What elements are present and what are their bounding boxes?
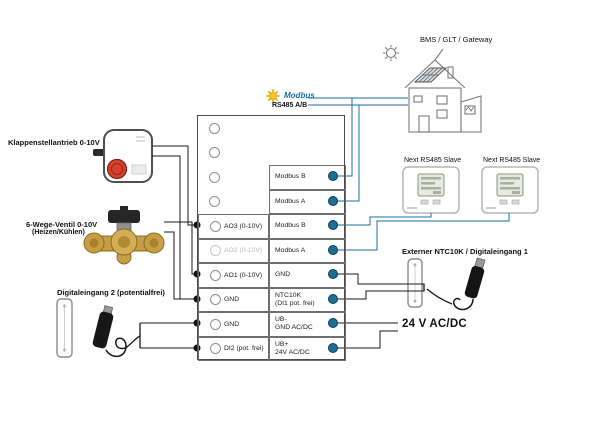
terminal-left-2 xyxy=(198,165,269,190)
power-label: 24 V AC/DC xyxy=(402,318,467,330)
rs485-label: RS485 A/B xyxy=(272,102,308,109)
terminal-gnd-2: GND xyxy=(198,312,269,337)
digital-input-2-label: Digitaleingang 2 (potentialfrei) xyxy=(57,288,165,297)
terminal-circle xyxy=(209,171,220,183)
terminal-left-0 xyxy=(198,116,269,141)
terminal-label-ub-plus: UB+ xyxy=(275,340,289,348)
terminal-left-3 xyxy=(198,190,269,215)
terminal-label-gnd-2: GND xyxy=(224,320,240,328)
terminal-label-ao3: AO3 (0-10V) xyxy=(224,222,263,230)
terminal-sublabel-ub-minus: GND AC/DC xyxy=(275,324,313,332)
terminal-modbus-a-2: Modbus A xyxy=(269,238,346,263)
terminal-label-ao1: AO1 (0-10V) xyxy=(224,271,263,279)
terminal-block: AO3 (0-10V) AO2 (0-10V) AO1 (0-10V) GND … xyxy=(197,115,346,361)
terminal-sublabel-ntc10k: (DI1 pot. frei) xyxy=(275,299,315,307)
terminal-di2: DI2 (pot. frei) xyxy=(198,336,269,361)
six-way-valve-illustration xyxy=(83,206,165,265)
terminal-ub-plus: UB+ 24V AC/DC xyxy=(269,336,346,361)
slave-1-label: Next RS485 Slave xyxy=(404,157,462,164)
terminal-label-modbus-b-1: Modbus B xyxy=(275,173,306,181)
valve-label-line1: 6-Wege-Ventil 0-10V xyxy=(26,220,98,229)
terminal-label-ntc10k: NTC10K xyxy=(275,291,302,299)
terminal-label-gnd-1: GND xyxy=(224,296,240,304)
modbus-label: Modbus xyxy=(284,91,315,100)
terminal-ao1: AO1 (0-10V) xyxy=(198,263,269,288)
terminal-label-modbus-a-2: Modbus A xyxy=(275,246,306,254)
terminal-circle xyxy=(210,245,221,257)
terminal-circle xyxy=(210,220,221,232)
terminal-ub-minus: UB- GND AC/DC xyxy=(269,312,346,337)
terminal-modbus-b-1: Modbus B xyxy=(269,165,346,190)
rs485-slave-device-1 xyxy=(402,166,460,214)
terminal-circle xyxy=(210,294,221,306)
damper-actuator-illustration xyxy=(93,129,153,183)
terminal-label-gnd-right: GND xyxy=(275,271,291,279)
terminal-circle xyxy=(210,318,221,330)
external-ntc-label: Externer NTC10K / Digitaleingang 1 xyxy=(402,247,528,256)
terminal-circle xyxy=(209,147,220,159)
bms-building-illustration xyxy=(383,45,482,133)
terminal-modbus-a-1: Modbus A xyxy=(269,189,346,214)
terminal-modbus-b-2: Modbus B xyxy=(269,214,346,239)
terminal-sublabel-ub-plus: 24V AC/DC xyxy=(275,348,310,356)
damper-label: Klappenstellantrieb 0-10V xyxy=(8,138,100,147)
terminal-label-ub-minus: UB- xyxy=(275,316,287,324)
terminal-gnd-right: GND xyxy=(269,263,346,288)
terminal-label-modbus-b-2: Modbus B xyxy=(275,222,306,230)
slave-2-label: Next RS485 Slave xyxy=(483,157,541,164)
rs485-slave-device-2 xyxy=(481,166,539,214)
modbus-star-icon xyxy=(265,88,281,104)
bms-label: BMS / GLT / Gateway xyxy=(420,35,493,44)
terminal-label-modbus-a-1: Modbus A xyxy=(275,197,306,205)
door-contact-sensor-illustration xyxy=(56,298,141,358)
terminal-ao3: AO3 (0-10V) xyxy=(198,214,269,239)
modbus-wires xyxy=(308,97,510,251)
terminal-gnd-1: GND xyxy=(198,287,269,312)
terminal-circle xyxy=(210,343,221,355)
terminal-circle xyxy=(209,122,220,134)
terminal-label-ao2: AO2 (0-10V) xyxy=(224,247,263,255)
terminal-circle xyxy=(210,269,221,281)
terminal-label-di2: DI2 (pot. frei) xyxy=(224,345,264,353)
valve-label-line2: (Heizen/Kühlen) xyxy=(32,229,85,236)
terminal-left-1 xyxy=(198,141,269,166)
terminal-ao2: AO2 (0-10V) xyxy=(198,238,269,263)
terminal-ntc10k: NTC10K (DI1 pot. frei) xyxy=(269,287,346,312)
ntc10k-sensor-illustration xyxy=(407,257,486,311)
terminal-circle xyxy=(209,196,220,208)
